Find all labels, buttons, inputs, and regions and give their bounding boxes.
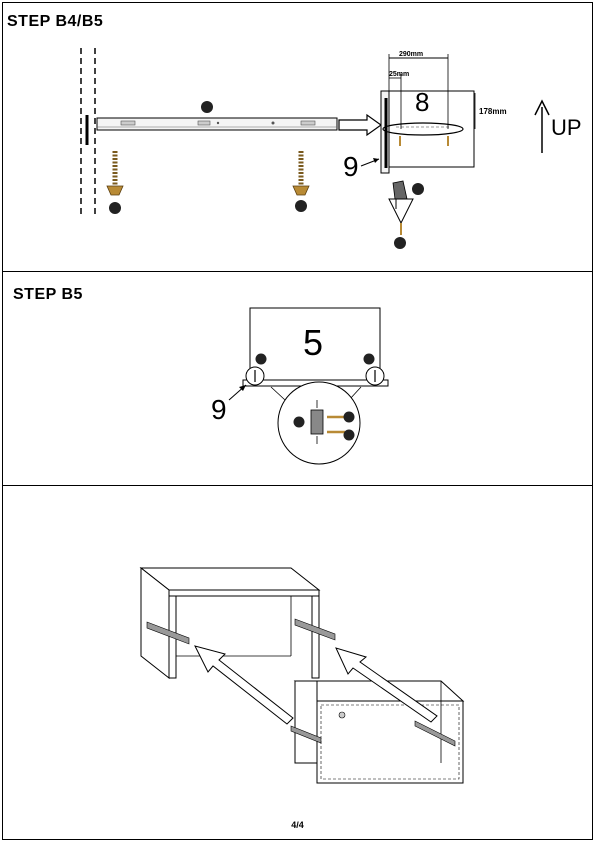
callout-circle — [412, 183, 424, 195]
bracket-fitting-icon — [392, 180, 408, 200]
fitting-cone — [388, 198, 414, 225]
desk-right-side — [311, 595, 320, 679]
part-number-label: 8 — [415, 87, 430, 117]
page-number: 4/4 — [291, 820, 304, 830]
drawer-side-panel — [387, 90, 475, 168]
drawer-runner — [290, 725, 322, 744]
step-b5-panel: STEP B5 5 9 — [2, 271, 593, 486]
rail-hole — [271, 121, 275, 125]
screw-icon — [106, 151, 124, 196]
up-label: UP — [551, 115, 582, 140]
callout-circle — [293, 416, 305, 428]
dimension-label-width: 290mm — [399, 51, 424, 58]
rail-hole — [216, 121, 220, 125]
runner-position-ellipse — [382, 122, 464, 136]
step-b5-title: STEP B5 — [13, 286, 83, 303]
side-number-label: 9 — [343, 151, 359, 182]
dimension-label-offset: 25mm — [389, 71, 410, 78]
rail-slot — [120, 120, 136, 126]
drawer-front-edge — [294, 680, 318, 764]
cam-fitting-icon — [310, 409, 324, 435]
knob-icon — [338, 711, 346, 719]
part-number-label: 5 — [303, 322, 324, 363]
final-assembly-illustration — [139, 566, 465, 784]
step-b5-illustration — [228, 307, 389, 465]
callout-circle — [394, 237, 406, 249]
step-b4-b5-panel: STEP B4/B5 — [2, 2, 593, 272]
up-arrow-icon — [534, 99, 550, 153]
step-b4-b5-illustration — [80, 48, 550, 249]
rail-slot — [197, 120, 211, 126]
callout-circle — [343, 411, 355, 423]
callout-circle — [363, 353, 375, 365]
callout-circle — [295, 200, 307, 212]
insert-drawer-arrow-icon — [335, 647, 438, 723]
callout-circle — [255, 353, 267, 365]
desk-runner — [146, 621, 190, 645]
desk-top — [139, 567, 321, 591]
insert-drawer-arrow-icon — [194, 645, 294, 725]
dimension-label-height: 178mm — [479, 107, 507, 116]
step-b4-b5-title: STEP B4/B5 — [7, 13, 104, 30]
final-assembly-panel — [2, 485, 593, 840]
callout-circle — [201, 101, 213, 113]
callout-circle — [109, 202, 121, 214]
insert-arrow-icon — [338, 113, 383, 137]
callout-circle — [343, 429, 355, 441]
rail-slot — [300, 120, 316, 126]
side-number-label: 9 — [211, 394, 227, 425]
drawer-back-panel — [249, 307, 381, 381]
desk-runner — [294, 618, 336, 641]
screw-icon — [292, 151, 310, 196]
drawer-runner — [414, 720, 456, 747]
